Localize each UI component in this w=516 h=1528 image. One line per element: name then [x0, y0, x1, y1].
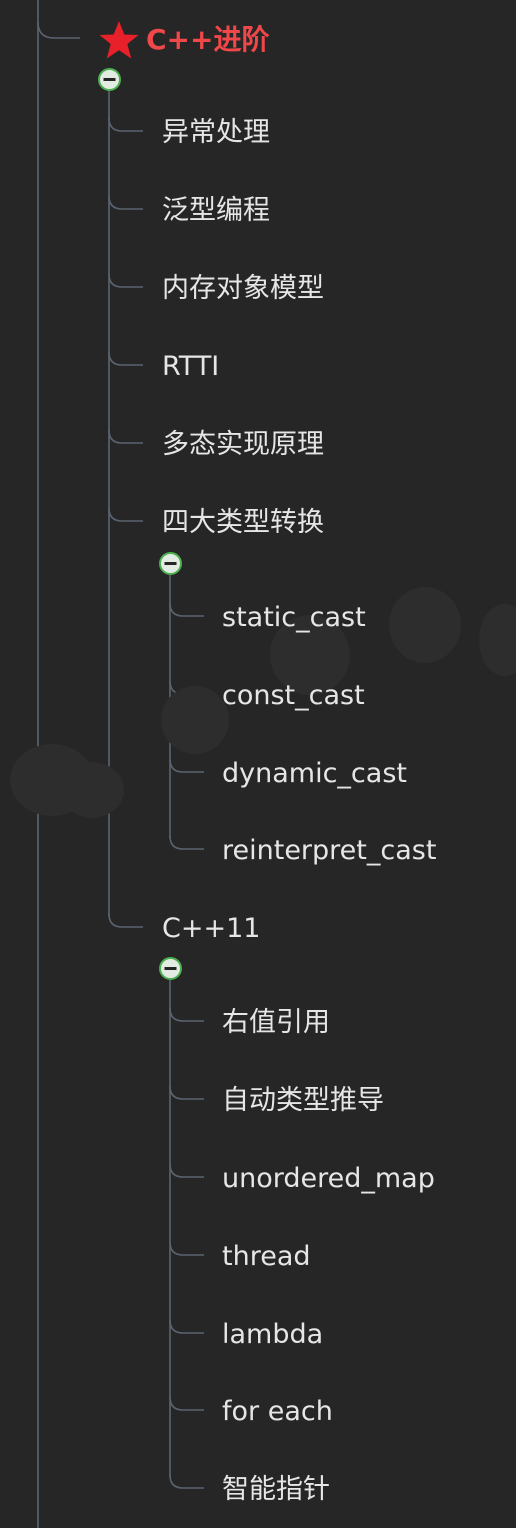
- node-reinterpret-cast[interactable]: reinterpret_cast: [222, 835, 437, 866]
- node-rtti[interactable]: RTTI: [162, 351, 220, 382]
- node-cpp11[interactable]: C++11: [162, 913, 261, 944]
- node-memory-object-model[interactable]: 内存对象模型: [162, 273, 324, 304]
- node-lambda[interactable]: lambda: [222, 1319, 324, 1350]
- node-type-casts[interactable]: 四大类型转换: [162, 507, 324, 538]
- collapse-minus-icon[interactable]: [97, 67, 122, 92]
- node-rvalue-reference[interactable]: 右值引用: [222, 1007, 330, 1038]
- node-polymorphism[interactable]: 多态实现原理: [162, 429, 324, 460]
- node-const-cast[interactable]: const_cast: [222, 680, 365, 711]
- node-thread[interactable]: thread: [222, 1241, 311, 1272]
- star-icon: [99, 21, 139, 59]
- node-auto-type-deduction[interactable]: 自动类型推导: [222, 1085, 384, 1116]
- node-smart-pointer[interactable]: 智能指针: [222, 1474, 330, 1505]
- node-for-each[interactable]: for each: [222, 1396, 333, 1427]
- collapse-minus-icon[interactable]: [158, 551, 183, 576]
- root-node-label[interactable]: C++进阶: [146, 23, 270, 56]
- root-connector: [37, 21, 80, 39]
- node-exception-handling[interactable]: 异常处理: [162, 117, 270, 148]
- node-static-cast[interactable]: static_cast: [222, 602, 366, 633]
- node-generic-programming[interactable]: 泛型编程: [162, 195, 270, 226]
- collapse-minus-icon[interactable]: [158, 956, 183, 981]
- node-dynamic-cast[interactable]: dynamic_cast: [222, 758, 407, 789]
- node-unordered-map[interactable]: unordered_map: [222, 1163, 435, 1194]
